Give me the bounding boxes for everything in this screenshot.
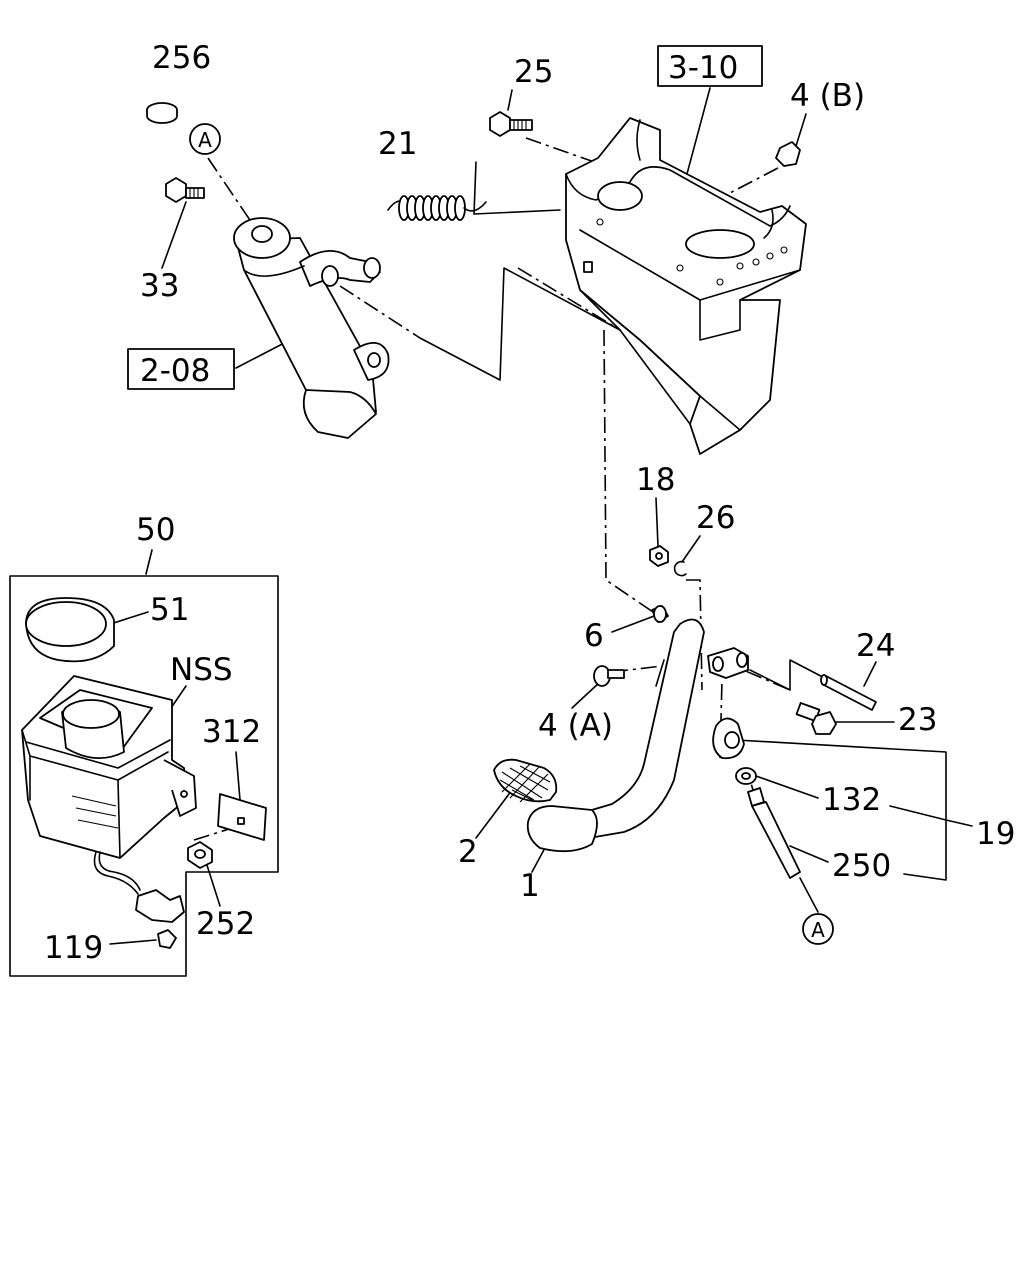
callout-119: 119: [44, 930, 103, 966]
part-clevis: [707, 647, 749, 679]
part-119-clip: [157, 929, 177, 949]
callout-6: 6: [584, 618, 604, 654]
part-256-cap: [146, 102, 178, 124]
part-2-08-master-cylinder: [233, 217, 390, 439]
callout-19: 19: [976, 816, 1015, 852]
part-252-nut: [187, 841, 213, 869]
part-3-10-pedal-bracket: [565, 117, 807, 455]
part-6-bushing: [651, 605, 669, 623]
circle-ref-a-icon-2: [802, 913, 834, 945]
part-26-clip: [673, 560, 687, 577]
circle-ref-a-label: A: [198, 128, 212, 152]
callout-312: 312: [202, 714, 261, 750]
part-25-bolt: [489, 111, 533, 137]
part-250-rod: [747, 787, 801, 879]
part-23-bolt: [795, 702, 837, 735]
callout-2: 2: [458, 834, 478, 870]
callout-252: 252: [196, 906, 255, 942]
callout-132: 132: [822, 782, 881, 818]
callout-4a: 4 (A): [538, 708, 613, 744]
part-33-bolt: [165, 177, 205, 203]
callout-1: 1: [520, 868, 540, 904]
part-132-washer: [735, 767, 757, 785]
part-21-spring: [387, 195, 487, 221]
callout-33: 33: [140, 268, 179, 304]
callout-18: 18: [636, 462, 675, 498]
part-reservoir-tank: [21, 675, 197, 859]
callout-256: 256: [152, 40, 211, 76]
connection-zigzag-1: [419, 267, 621, 381]
callout-26: 26: [696, 500, 735, 536]
part-24-pin: [820, 674, 877, 711]
part-18-nut: [649, 545, 669, 567]
callout-3-10[interactable]: 3-10: [668, 50, 738, 86]
part-2-pedal-pad: [493, 758, 558, 803]
callout-23: 23: [898, 702, 937, 738]
callout-25: 25: [514, 54, 553, 90]
connection-zigzag-2: [473, 161, 561, 215]
part-51-reservoir-cap: [25, 597, 115, 663]
callout-2-08[interactable]: 2-08: [140, 353, 210, 389]
callout-24: 24: [856, 628, 895, 664]
part-312-bracket: [217, 793, 267, 841]
callout-21: 21: [378, 126, 417, 162]
ref-box-2-08: [127, 348, 235, 390]
callout-51: 51: [150, 592, 189, 628]
part-19-pushrod-assembly: [712, 717, 745, 760]
connection-zigzag-3: [749, 659, 841, 691]
circle-ref-a-icon: [189, 123, 221, 155]
part-reservoir-sensor-wire: [93, 851, 185, 923]
callout-50: 50: [136, 512, 175, 548]
part-4b-clip: [775, 141, 801, 167]
circle-ref-a-label-2: A: [811, 918, 825, 942]
callout-250: 250: [832, 848, 891, 884]
part-4a-stopper: [593, 665, 625, 687]
callout-nss: NSS: [170, 652, 233, 688]
ref-box-3-10: [657, 45, 763, 87]
assembly-box-50: [9, 575, 279, 977]
callout-4b: 4 (B): [790, 78, 865, 114]
part-1-clutch-pedal: [526, 618, 705, 853]
